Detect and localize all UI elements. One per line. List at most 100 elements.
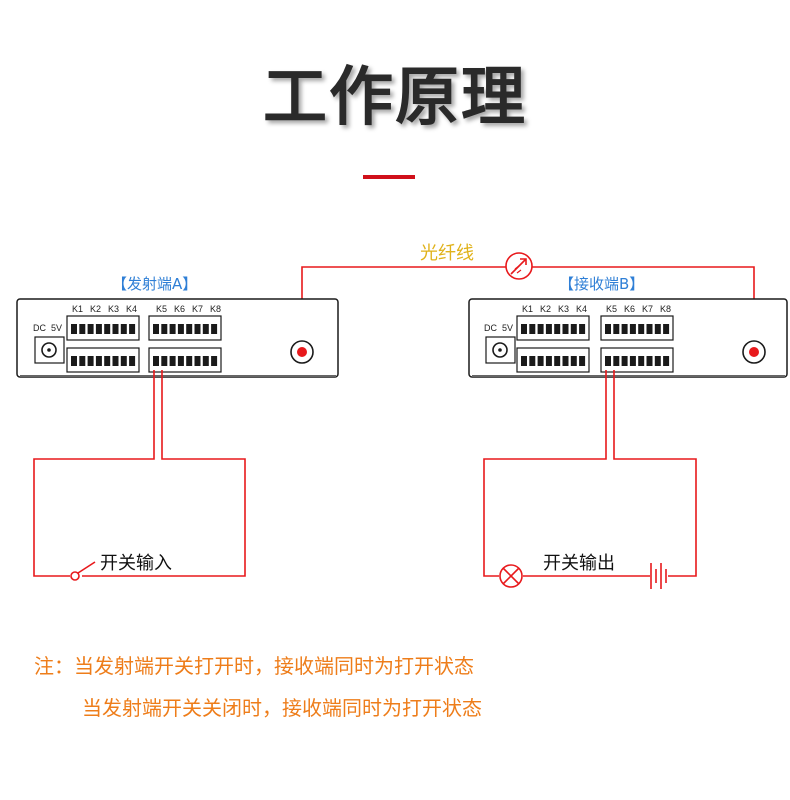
- transmitter-key-k1: K1: [72, 304, 83, 314]
- transmitter-voltage-label: 5V: [51, 323, 62, 333]
- terminal-pin: [570, 356, 577, 366]
- receiver-label: 【接收端B】: [559, 275, 644, 293]
- switch-output-label: 开关输出: [543, 553, 615, 574]
- terminal-pin: [169, 324, 176, 334]
- terminal-pin: [153, 356, 159, 366]
- switch-input-wiring: [33, 370, 246, 577]
- terminal-pin: [186, 324, 193, 334]
- receiver-key-k5: K5: [606, 304, 617, 314]
- lamp-icon: [499, 564, 523, 588]
- terminal-pin: [120, 356, 127, 366]
- terminal-pin: [554, 356, 561, 366]
- switch-output-wiring: [483, 370, 697, 577]
- receiver-voltage-label: 5V: [502, 323, 513, 333]
- terminal-pin: [194, 324, 201, 334]
- terminal-pin: [153, 324, 159, 334]
- receiver-key-k4: K4: [576, 304, 587, 314]
- terminal-block: [600, 315, 674, 341]
- terminal-pin: [629, 324, 636, 334]
- terminal-pin: [654, 324, 661, 334]
- terminal-block: [66, 347, 140, 373]
- terminal-pin: [194, 356, 201, 366]
- note-line-1: 注：当发射端开关打开时，接收端同时为打开状态: [34, 654, 474, 678]
- title-underline: [363, 175, 415, 179]
- terminal-pin: [177, 356, 184, 366]
- terminal-pin: [211, 324, 218, 334]
- terminal-pin: [521, 356, 527, 366]
- terminal-pin: [663, 356, 670, 366]
- terminal-pin: [537, 356, 544, 366]
- transmitter-fiber-port: [290, 340, 314, 364]
- terminal-block: [148, 315, 222, 341]
- receiver-key-k2: K2: [540, 304, 551, 314]
- terminal-pin: [161, 324, 168, 334]
- terminal-pin: [129, 324, 136, 334]
- terminal-pin: [79, 324, 86, 334]
- transmitter-key-k4: K4: [126, 304, 137, 314]
- receiver-key-k3: K3: [558, 304, 569, 314]
- terminal-pin: [202, 324, 209, 334]
- receiver-key-k1: K1: [522, 304, 533, 314]
- terminal-pin: [605, 356, 611, 366]
- terminal-pin: [654, 356, 661, 366]
- terminal-pin: [529, 356, 536, 366]
- terminal-pin: [570, 324, 577, 334]
- terminal-pin: [663, 324, 670, 334]
- terminal-block: [66, 315, 140, 341]
- transmitter-key-k2: K2: [90, 304, 101, 314]
- terminal-pin: [87, 324, 94, 334]
- terminal-pin: [613, 324, 620, 334]
- terminal-pin: [112, 356, 119, 366]
- transmitter-key-k6: K6: [174, 304, 185, 314]
- terminal-pin: [646, 324, 653, 334]
- page-title: 工作原理: [263, 61, 527, 135]
- switch-input-symbol: [70, 561, 96, 581]
- terminal-pin: [71, 324, 77, 334]
- fiber-label: 光纤线: [420, 243, 474, 264]
- terminal-pin: [579, 356, 586, 366]
- terminal-pin: [638, 356, 645, 366]
- transmitter-dc-label: DC: [33, 323, 46, 333]
- receiver-key-k7: K7: [642, 304, 653, 314]
- transmitter-dc-jack: [34, 336, 65, 364]
- switch-input-label: 开关输入: [100, 553, 172, 574]
- receiver-key-k8: K8: [660, 304, 671, 314]
- terminal-block: [600, 347, 674, 373]
- terminal-pin: [529, 324, 536, 334]
- terminal-pin: [621, 324, 628, 334]
- fiber-direction-icon: [505, 252, 533, 280]
- terminal-pin: [112, 324, 119, 334]
- terminal-pin: [87, 356, 94, 366]
- battery-icon: [650, 563, 667, 589]
- terminal-pin: [129, 356, 136, 366]
- terminal-pin: [521, 324, 527, 334]
- terminal-pin: [186, 356, 193, 366]
- terminal-block: [516, 315, 590, 341]
- terminal-pin: [95, 356, 102, 366]
- terminal-pin: [646, 356, 653, 366]
- terminal-pin: [613, 356, 620, 366]
- terminal-block: [516, 347, 590, 373]
- receiver-key-k6: K6: [624, 304, 635, 314]
- transmitter-key-k5: K5: [156, 304, 167, 314]
- transmitter-key-k7: K7: [192, 304, 203, 314]
- terminal-pin: [202, 356, 209, 366]
- terminal-pin: [71, 356, 77, 366]
- terminal-pin: [120, 324, 127, 334]
- terminal-pin: [211, 356, 218, 366]
- terminal-pin: [537, 324, 544, 334]
- note-line-2: 当发射端开关关闭时，接收端同时为打开状态: [82, 696, 482, 720]
- receiver-terminals: [516, 315, 674, 373]
- terminal-pin: [177, 324, 184, 334]
- terminal-pin: [104, 356, 111, 366]
- transmitter-label: 【发射端A】: [112, 275, 197, 293]
- terminal-pin: [579, 324, 586, 334]
- terminal-pin: [629, 356, 636, 366]
- terminal-pin: [605, 324, 611, 334]
- terminal-pin: [621, 356, 628, 366]
- terminal-pin: [562, 324, 569, 334]
- terminal-block: [148, 347, 222, 373]
- terminal-pin: [545, 324, 552, 334]
- transmitter-key-k8: K8: [210, 304, 221, 314]
- receiver-dc-jack: [485, 336, 516, 364]
